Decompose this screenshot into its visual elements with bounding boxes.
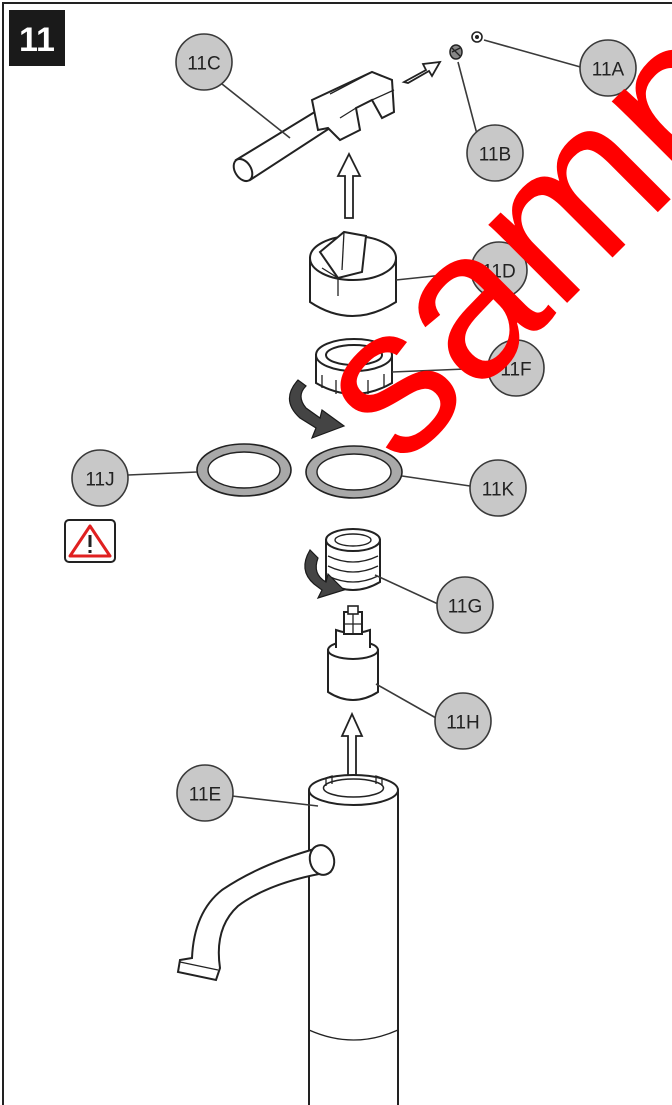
callout-11C: 11C — [175, 33, 233, 91]
part-cartridge — [327, 605, 379, 701]
leader-11H — [375, 683, 437, 719]
callout-11B: 11B — [466, 124, 524, 182]
svg-text:11G: 11G — [448, 597, 483, 618]
part-threaded-adapter — [325, 528, 381, 591]
part-cap-screw — [471, 31, 483, 43]
step-number: 11 — [19, 21, 55, 59]
part-cover-cap — [309, 230, 397, 317]
leader-11D — [395, 271, 473, 281]
callout-11F: 11F — [487, 339, 545, 397]
svg-text:11E: 11E — [189, 785, 221, 806]
callout-11G: 11G — [436, 576, 494, 634]
lift-arrow-lower — [340, 711, 364, 779]
svg-text:11A: 11A — [592, 60, 625, 81]
svg-text:11D: 11D — [482, 262, 515, 283]
leader-11B — [457, 61, 479, 139]
step-number-badge: 11 — [9, 10, 65, 66]
leader-11F — [391, 367, 491, 373]
part-lever-handle — [232, 70, 396, 183]
svg-text:11B: 11B — [479, 145, 511, 166]
svg-text:11F: 11F — [500, 360, 531, 381]
callout-11E: 11E — [176, 764, 234, 822]
rotate-arrow-lower — [304, 549, 346, 599]
insert-arrow — [401, 60, 442, 84]
svg-text:11K: 11K — [482, 480, 515, 501]
part-locking-nut — [315, 338, 393, 396]
callout-11H: 11H — [434, 692, 492, 750]
lift-arrow-upper — [336, 151, 362, 219]
leader-11A — [483, 39, 585, 69]
warning-triangle-icon — [64, 519, 116, 563]
leader-11K — [401, 475, 471, 487]
part-faucet-body — [176, 774, 399, 1105]
callout-11D: 11D — [470, 241, 528, 299]
callout-11J: 11J — [71, 449, 129, 507]
svg-text:11C: 11C — [187, 54, 220, 75]
leader-11C — [221, 83, 291, 139]
svg-text:11J: 11J — [85, 470, 114, 491]
part-washer-right — [305, 445, 403, 499]
rotate-arrow-upper — [288, 379, 346, 440]
part-set-screw — [449, 44, 463, 60]
leader-11G — [374, 574, 439, 605]
svg-text:11H: 11H — [446, 713, 479, 734]
callout-11A: 11A — [579, 39, 637, 97]
leader-11J — [127, 471, 198, 476]
leader-11E — [231, 795, 319, 807]
part-washer-left — [196, 443, 292, 497]
callout-11K: 11K — [469, 459, 527, 517]
